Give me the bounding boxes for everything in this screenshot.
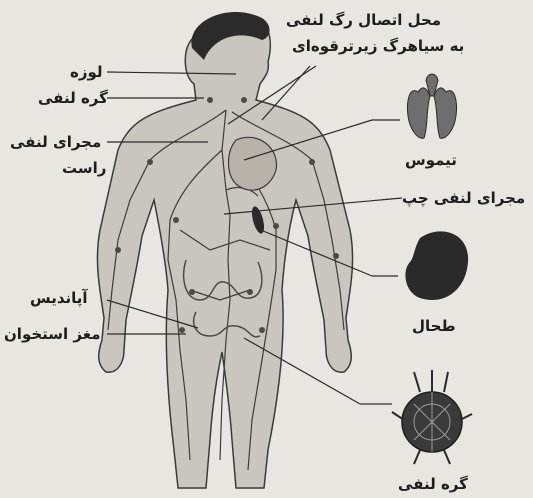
label-thymus: تیموس [405, 150, 457, 170]
label-junction-line2: به سیاهرگ زیرترقوه‌ای [292, 36, 464, 56]
thymus-icon [407, 74, 456, 138]
label-lymph-node-bottom: گره لنفی [398, 474, 468, 494]
label-appendix: آپاندیس [30, 288, 88, 308]
label-tonsil: لوزه [70, 62, 103, 82]
label-spleen: طحال [412, 316, 456, 336]
lymph-node-icon [392, 370, 472, 464]
label-right-duct-line1: مجرای لنفی [10, 132, 101, 152]
label-bone-marrow: مغز استخوان [4, 324, 100, 344]
human-body [97, 13, 352, 488]
spleen-icon [405, 231, 468, 300]
label-right-duct-line2: راست [62, 158, 106, 178]
label-junction-line1: محل اتصال رگ لنفی [286, 10, 441, 30]
label-lymph-node-left: گره لنفی [38, 88, 108, 108]
label-left-duct: مجرای لنفی چپ [402, 188, 525, 208]
